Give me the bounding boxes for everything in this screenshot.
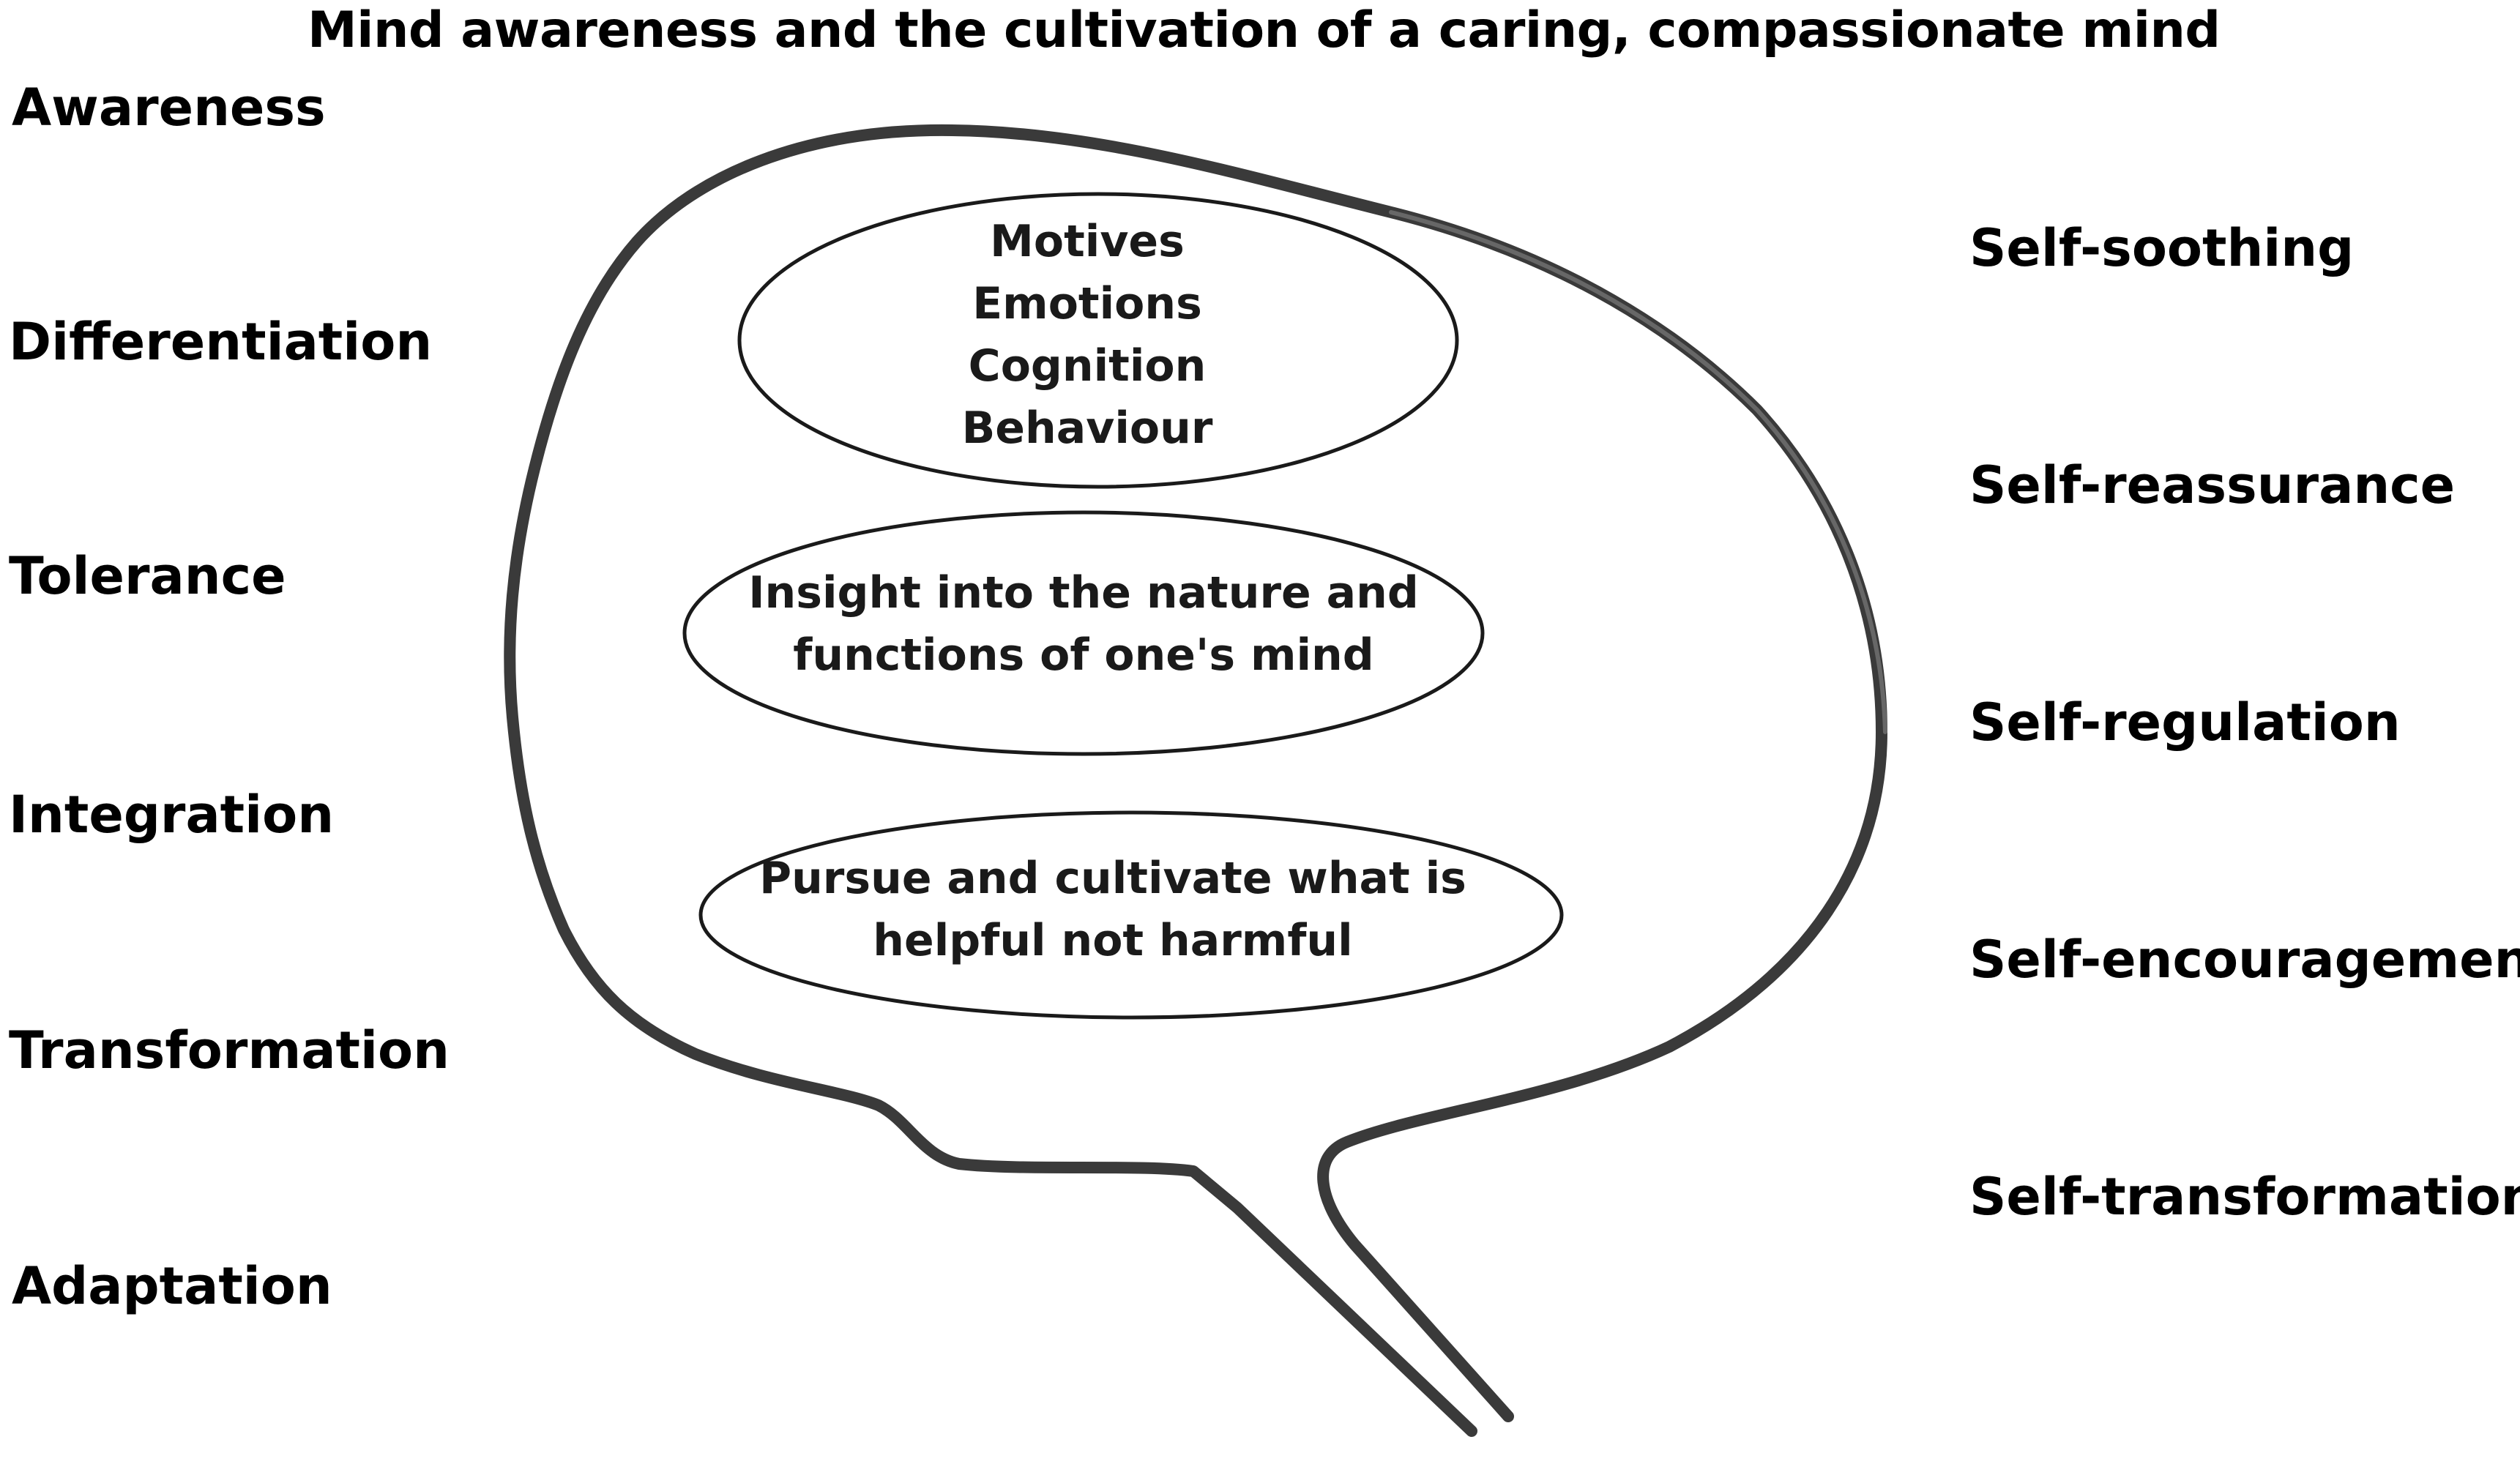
left-label-transformation: Transformation: [9, 1020, 450, 1080]
left-label-awareness: Awareness: [12, 78, 326, 138]
oval1-line-behaviour: Behaviour: [962, 403, 1213, 454]
oval1-line-cognition: Cognition: [969, 340, 1207, 392]
left-label-adaptation: Adaptation: [12, 1256, 332, 1316]
oval1-line-emotions: Emotions: [972, 278, 1202, 329]
oval3-line-2: helpful not harmful: [873, 915, 1352, 966]
oval3-line-1: Pursue and cultivate what is: [759, 853, 1466, 904]
right-label-self-soothing: Self-soothing: [1969, 218, 2355, 278]
oval2-line-2: functions of one's mind: [793, 630, 1373, 681]
left-label-integration: Integration: [9, 785, 335, 845]
left-label-differentiation: Differentiation: [9, 312, 433, 372]
oval-pursue-helpful: [698, 810, 1564, 1020]
right-label-self-encouragement: Self-encouragement: [1969, 930, 2520, 990]
head-outline-sketch: [1389, 210, 1887, 734]
diagram-title: Mind awareness and the cultivation of a …: [307, 1, 2221, 59]
oval-mind-contents: [737, 192, 1459, 489]
head-outline: [504, 124, 1887, 1437]
oval-insight: [682, 510, 1485, 756]
oval2-line-1: Insight into the nature and: [748, 567, 1419, 619]
right-label-self-regulation: Self-regulation: [1969, 692, 2401, 752]
right-label-self-transformation: Self-transformation: [1969, 1167, 2520, 1227]
oval1-line-motives: Motives: [990, 216, 1185, 267]
right-label-self-reassurance: Self-reassurance: [1969, 455, 2456, 515]
left-label-tolerance: Tolerance: [9, 546, 286, 606]
